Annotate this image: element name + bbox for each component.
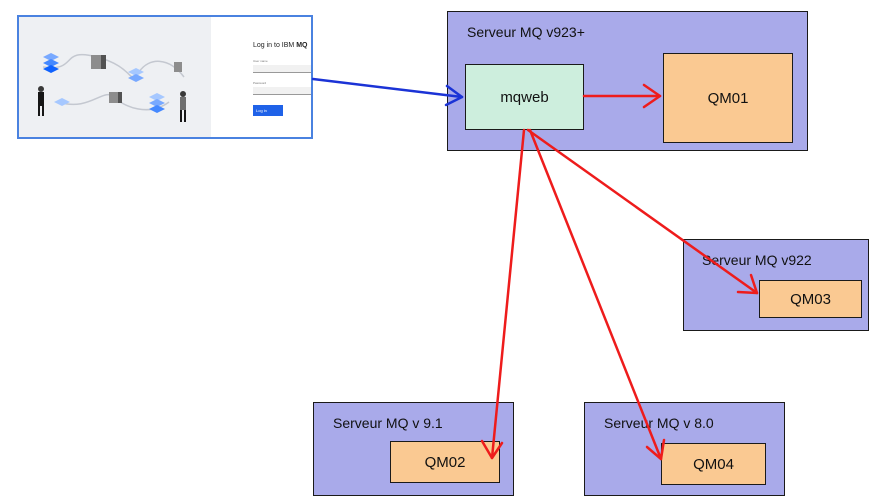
server-v80: Serveur MQ v 8.0 QM04 (584, 402, 785, 496)
login-form: Log in to IBM MQ User name Password Log … (211, 17, 311, 137)
password-label: Password (253, 81, 267, 85)
person-icon (180, 91, 186, 122)
login-illustration (19, 17, 211, 137)
server-v923: Serveur MQ v923+ mqweb QM01 (447, 11, 808, 151)
mqweb-node: mqweb (465, 64, 584, 130)
login-button[interactable]: Log in (253, 105, 283, 116)
password-field[interactable] (253, 87, 311, 95)
login-title: Log in to IBM MQ (253, 42, 308, 49)
qm02-node: QM02 (390, 441, 500, 483)
qm03-node: QM03 (759, 280, 862, 318)
stack-icon (128, 68, 144, 82)
server-label: Serveur MQ v922 (702, 252, 812, 268)
server-v91: Serveur MQ v 9.1 QM02 (313, 402, 514, 496)
qm04-node: QM04 (661, 443, 766, 485)
stack-icon (54, 98, 70, 106)
server-label: Serveur MQ v923+ (467, 24, 585, 40)
username-label: User name (253, 59, 268, 63)
login-screenshot: Log in to IBM MQ User name Password Log … (17, 15, 313, 139)
stack-icon (149, 93, 165, 113)
isometric-illustration-icon (38, 53, 186, 122)
username-field[interactable] (253, 65, 311, 73)
stack-icon (43, 53, 59, 73)
server-v922: Serveur MQ v922 QM03 (683, 239, 869, 331)
server-label: Serveur MQ v 8.0 (604, 415, 714, 431)
server-label: Serveur MQ v 9.1 (333, 415, 443, 431)
person-icon (38, 86, 44, 116)
qm01-node: QM01 (663, 53, 793, 143)
arrow-login-to-mqweb (311, 77, 464, 107)
